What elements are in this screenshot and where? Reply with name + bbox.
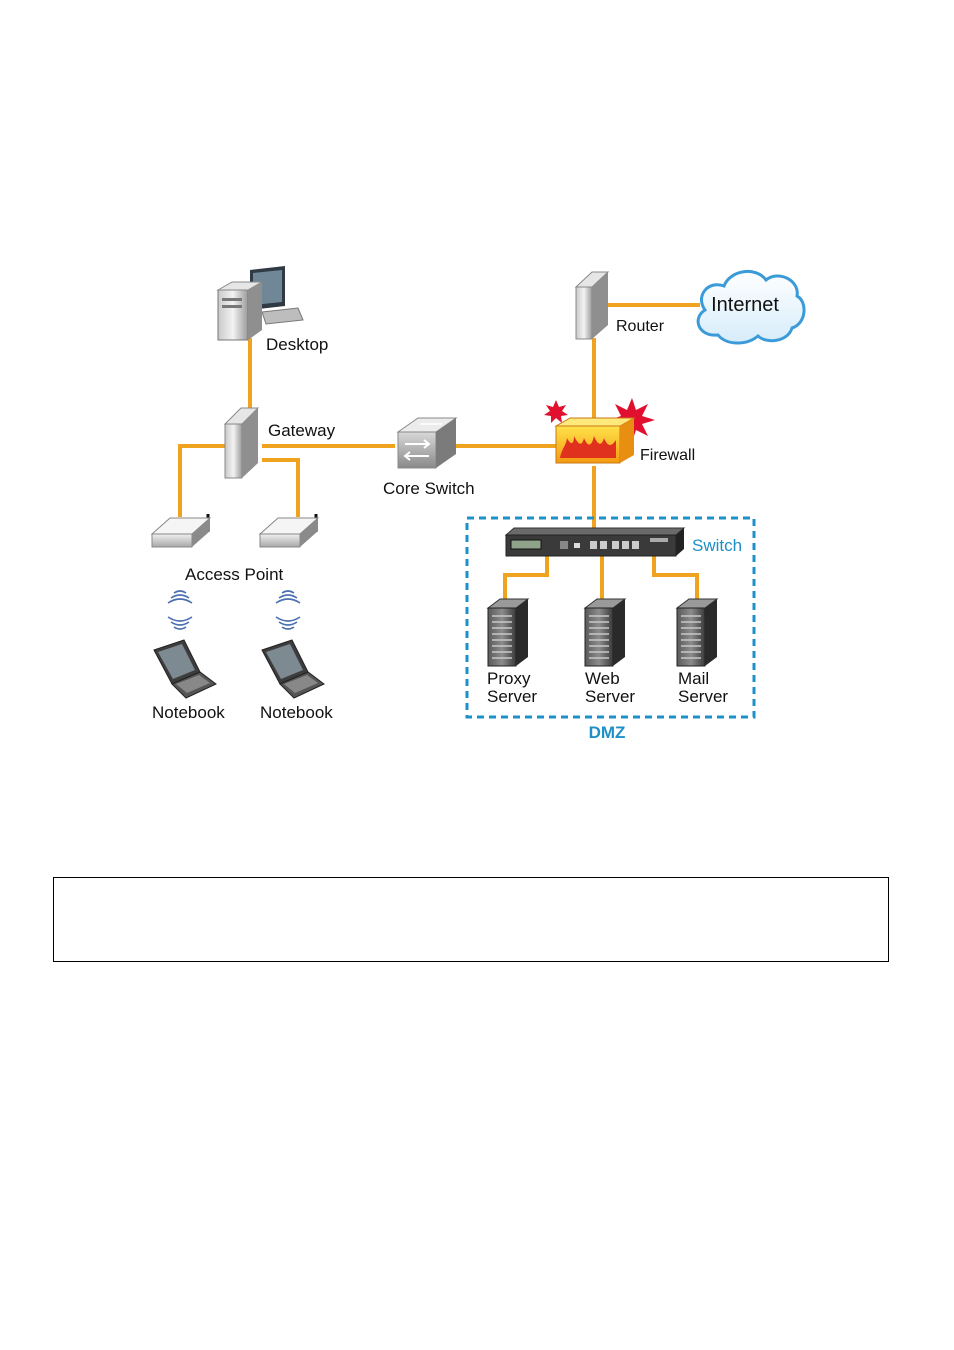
link-switch-mail: [654, 556, 697, 601]
switch-icon: [506, 528, 684, 556]
notebook-icon-right: [262, 640, 324, 698]
core-switch-icon: [398, 418, 456, 468]
wifi-signal-icon-right: [276, 591, 300, 629]
server-icon-mail: [677, 599, 717, 666]
switch-label: Switch: [692, 536, 742, 555]
gateway-label: Gateway: [268, 421, 336, 440]
router-icon: [576, 272, 608, 339]
access-point-icon-right: [260, 514, 318, 547]
access-point-label: Access Point: [185, 565, 284, 584]
access-point-icon-left: [152, 514, 210, 547]
desktop-icon: [218, 266, 303, 340]
proxy-server-label-line2: Server: [487, 687, 537, 706]
link-gateway-ap-left: [180, 446, 226, 517]
desktop-label: Desktop: [266, 335, 328, 354]
wifi-signal-icon-left: [168, 591, 192, 629]
gateway-icon: [225, 408, 258, 478]
server-icon-web: [585, 599, 625, 666]
firewall-label: Firewall: [640, 447, 695, 464]
proxy-server-label-line1: Proxy: [487, 669, 531, 688]
dmz-label: DMZ: [589, 723, 626, 742]
web-server-label-line2: Server: [585, 687, 635, 706]
mail-server-label-line2: Server: [678, 687, 728, 706]
internet-label: Internet: [711, 294, 779, 316]
empty-note-box: [53, 877, 889, 962]
router-label: Router: [616, 318, 665, 335]
starburst-small: [544, 400, 568, 423]
core-switch-label: Core Switch: [383, 479, 475, 498]
notebook-icon-left: [154, 640, 216, 698]
mail-server-label-line1: Mail: [678, 669, 709, 688]
link-switch-proxy: [505, 556, 547, 601]
notebook-label-right: Notebook: [260, 703, 333, 722]
link-gateway-ap-right: [262, 460, 298, 517]
server-icon-proxy: [488, 599, 528, 666]
firewall-icon: [544, 398, 655, 463]
web-server-label-line1: Web: [585, 669, 620, 688]
notebook-label-left: Notebook: [152, 703, 225, 722]
